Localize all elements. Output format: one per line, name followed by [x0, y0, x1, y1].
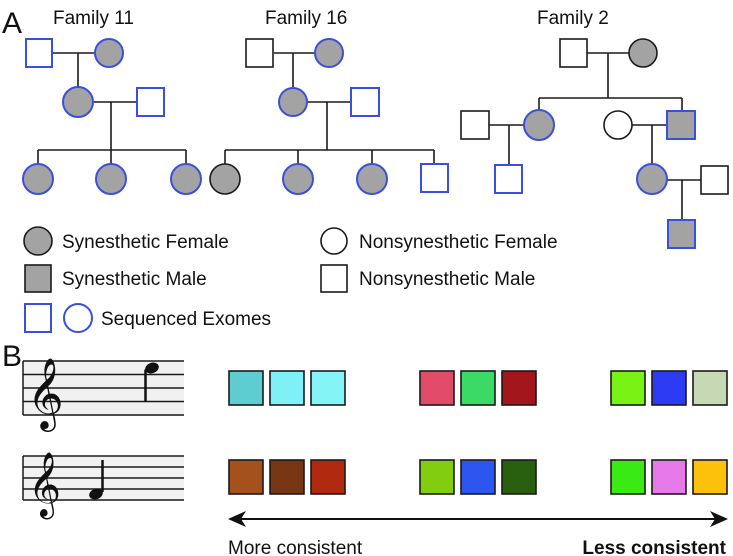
more-consistent-label: More consistent	[228, 538, 363, 556]
legend-synesthetic-female-symbol	[23, 226, 53, 256]
color-swatch-high-group1-3	[310, 370, 346, 406]
family-16-gen2-female	[278, 87, 308, 117]
family-11-gen1-male	[25, 38, 53, 68]
color-swatch-high-group3-1	[610, 370, 646, 406]
family-11	[22, 38, 202, 195]
color-swatch-high-group2-1	[419, 370, 455, 406]
family-16-gen3-female-3	[356, 163, 388, 195]
color-swatch-low-group3-1	[610, 459, 646, 495]
panel-a-label: A	[2, 7, 22, 40]
treble-clef-icon: 𝄞	[27, 358, 64, 432]
family-2-gen1-male	[559, 38, 588, 68]
consistency-axis: More consistent Less consistent	[228, 511, 728, 556]
pedigree-lines	[37, 52, 701, 220]
family-2-gen2-male-2	[666, 110, 696, 140]
family-2-gen3-male-2	[700, 165, 729, 195]
family-11-title: Family 11	[53, 8, 134, 29]
arrow-right-icon	[710, 511, 728, 527]
legend-nonsynesthetic-female-label: Nonsynesthetic Female	[359, 232, 558, 253]
color-swatch-high-group2-2	[460, 370, 496, 406]
less-consistent-label: Less consistent	[582, 538, 726, 556]
family-2-title: Family 2	[537, 8, 609, 29]
family-16-gen3-female-1	[209, 163, 241, 195]
swatch-grid	[228, 370, 728, 495]
family-11-gen3-female-2	[95, 163, 127, 195]
color-swatch-high-group3-3	[692, 370, 728, 406]
treble-clef-icon: 𝄞	[28, 452, 61, 519]
family-2	[460, 38, 729, 249]
family-2-gen3-female	[636, 163, 668, 195]
arrow-left-icon	[228, 511, 246, 527]
legend-sequenced-square-symbol	[24, 303, 52, 333]
family-16-title: Family 16	[265, 8, 347, 29]
color-swatch-high-group3-2	[651, 370, 687, 406]
family-2-gen2-female-2	[603, 110, 633, 140]
family-2-gen4-male	[667, 219, 696, 249]
staff-high-note: 𝄞	[22, 358, 184, 432]
family-2-gen2-female-1	[523, 109, 555, 141]
legend-synesthetic-female-label: Synesthetic Female	[62, 232, 229, 253]
family-2-gen1-female	[628, 38, 658, 68]
color-swatch-low-group2-2	[460, 459, 496, 495]
family-16-gen3-male	[420, 163, 449, 193]
legend-nonsynesthetic-female-symbol	[320, 227, 348, 255]
family-11-gen3-female-1	[22, 163, 54, 195]
legend-nonsynesthetic-male-symbol	[320, 264, 348, 293]
legend-nonsynesthetic-male-label: Nonsynesthetic Male	[359, 269, 535, 290]
family-16-gen1-male	[245, 38, 274, 68]
color-swatch-low-group3-2	[651, 459, 687, 495]
family-11-gen2-male	[136, 87, 165, 117]
family-16-gen1-female	[314, 38, 344, 68]
quarter-note-high-icon	[144, 362, 159, 402]
color-swatch-low-group2-1	[419, 459, 455, 495]
color-swatch-low-group1-1	[228, 459, 264, 495]
color-swatch-high-group1-1	[228, 370, 264, 406]
legend: Synesthetic Female Nonsynesthetic Female…	[23, 226, 558, 333]
legend-synesthetic-male-label: Synesthetic Male	[62, 269, 207, 290]
color-swatch-high-group1-2	[269, 370, 305, 406]
family-11-gen1-female	[94, 38, 124, 68]
color-swatch-low-group3-3	[692, 459, 728, 495]
family-2-gen2-male-1	[460, 110, 490, 140]
legend-synesthetic-male-symbol	[24, 264, 52, 293]
family-11-gen3-female-3	[170, 163, 202, 195]
family-11-gen2-female	[62, 86, 94, 118]
legend-sequenced-circle-symbol	[63, 303, 93, 333]
color-swatch-low-group2-3	[501, 459, 537, 495]
family-16-gen2-male	[350, 87, 380, 117]
panel-b-label: B	[2, 340, 22, 373]
family-16	[209, 38, 449, 195]
quarter-note-low-icon	[89, 460, 104, 500]
staff-low-note: 𝄞	[22, 452, 184, 519]
color-swatch-low-group1-3	[310, 459, 346, 495]
family-16-gen3-female-2	[282, 163, 314, 195]
color-swatch-high-group2-3	[501, 370, 537, 406]
color-swatch-low-group1-2	[269, 459, 305, 495]
legend-sequenced-label: Sequenced Exomes	[101, 309, 271, 330]
family-2-gen3-male-1	[494, 164, 523, 194]
